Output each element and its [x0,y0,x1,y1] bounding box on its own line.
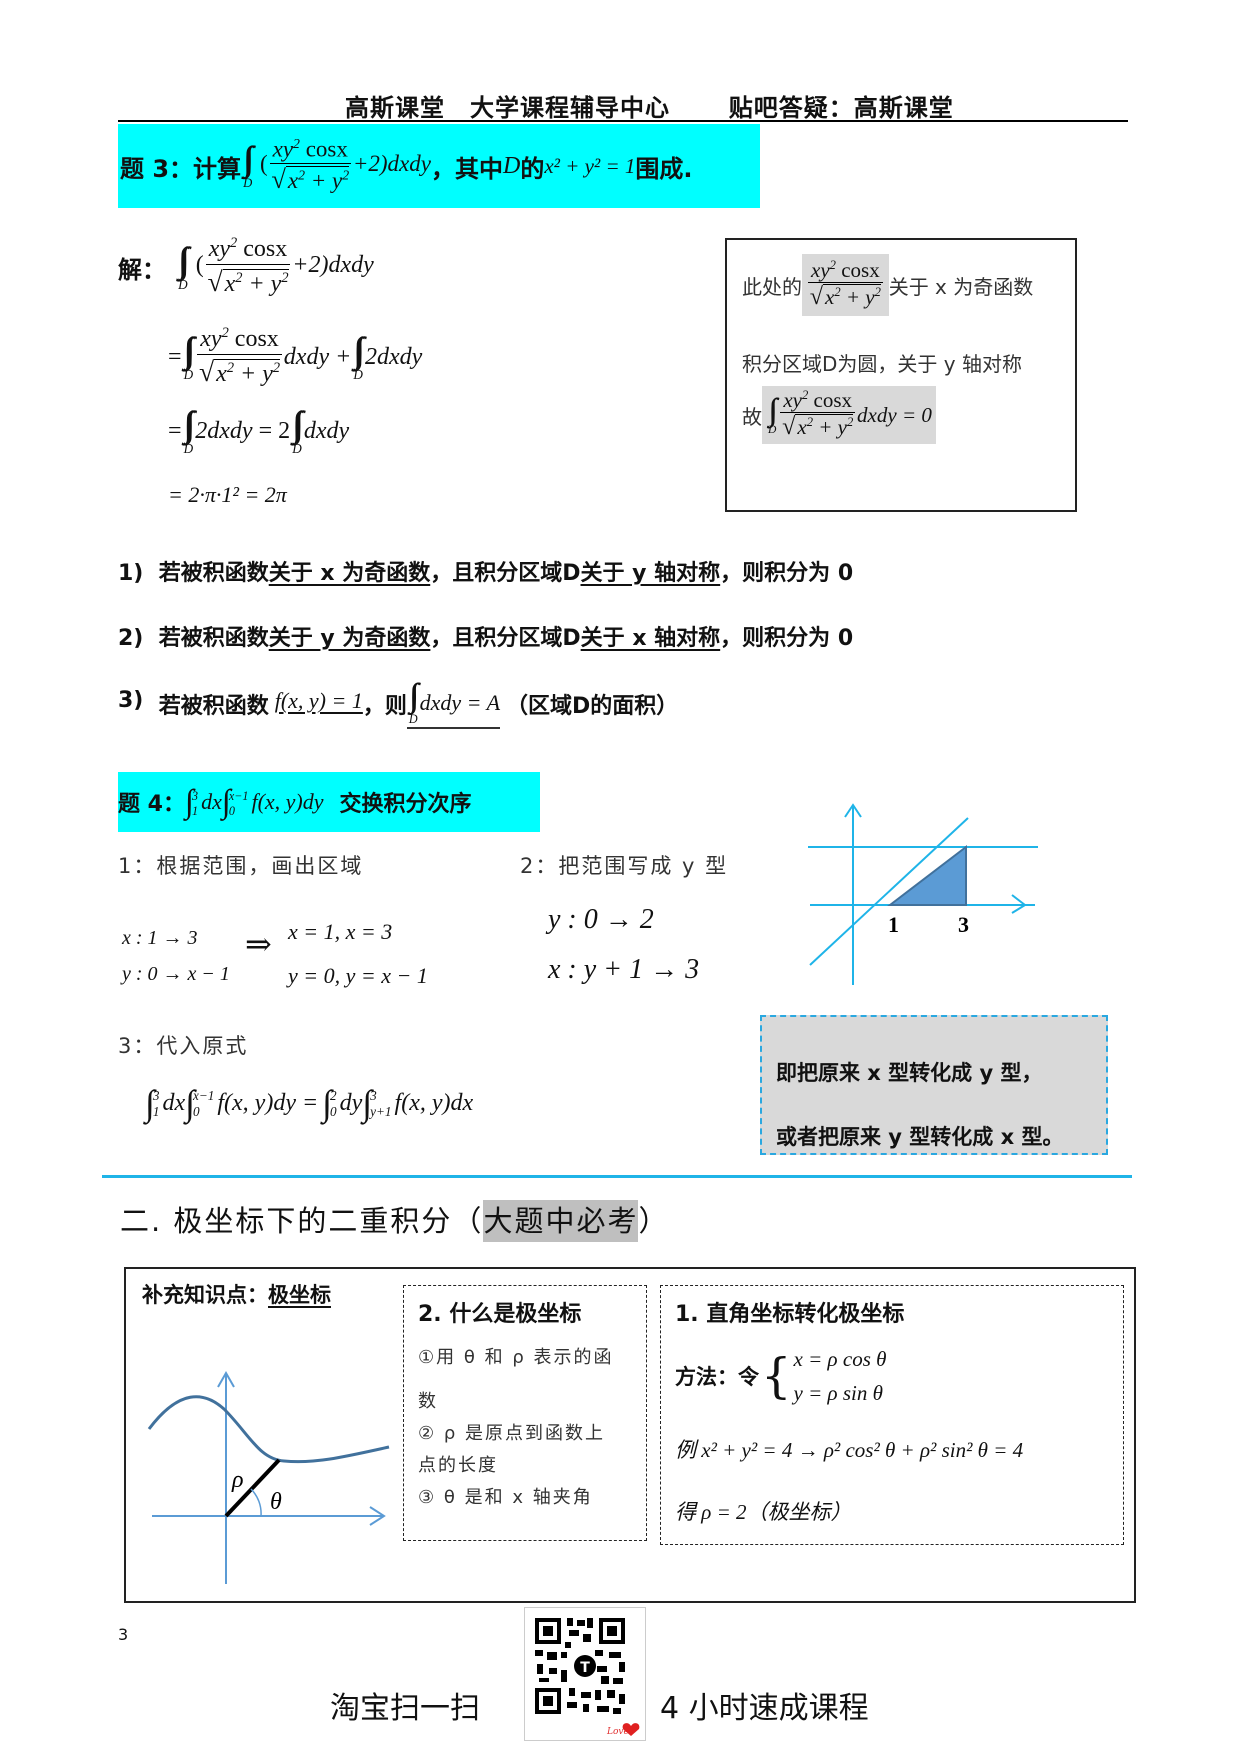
svg-text:Love: Love [606,1727,629,1737]
header-right: 贴吧答疑：高斯课堂 [728,94,954,122]
svg-text:3: 3 [958,912,969,937]
convert-title: 1. 直角坐标转化极坐标 [675,1302,905,1327]
svg-text:T: T [580,1660,590,1676]
polar-knowledge-box: 补充知识点：极坐标 ρ θ 2. 什么是极坐标 ①用 θ 和 ρ 表示的函 数 … [124,1267,1136,1603]
svg-text:θ: θ [270,1489,282,1515]
odd-function-note: 此处的 xy2 cosx√x2 + y2 关于 x 为奇函数 积分区域D为圆，关… [725,238,1077,512]
footer-right-text: 4 小时速成课程 [660,1691,869,1726]
step2-ranges: y : 0 → 2 x : y + 1 → 3 [548,904,700,985]
polar-diagram: ρ θ [147,1370,390,1584]
problem3-banner: 题 3：计算 ∫∫D (xy2 cosx√x2 + y2+2)dxdy ，其中 … [118,124,760,208]
rule-3: 3) 若被积函数 f(x, y) = 1 ，则 ∫∫D dxdy = A （区域… [118,680,678,730]
step2-title: 2：把范围写成 y 型 [520,854,729,878]
supplement-label: 补充知识点： [142,1283,268,1307]
supplement-topic: 极坐标 [268,1283,331,1307]
page-number: 3 [118,1625,129,1644]
step1-title: 1：根据范围，画出区域 [118,854,364,878]
step1-boundaries: x = 1, x = 3 y = 0, y = x − 1 [288,919,428,988]
step3-title: 3：代入原式 [118,1034,249,1058]
conversion-tip: 即把原来 x 型转化成 y 型， 或者把原来 y 型转化成 x 型。 [760,1015,1108,1155]
header-left: 高斯课堂 大学课程辅导中心 [345,94,670,122]
convert-box: 1. 直角坐标转化极坐标 方法：令 { x = ρ cos θ y = ρ si… [660,1285,1124,1545]
svg-text:1: 1 [888,912,899,937]
rule-1: 1) 若被积函数关于 x 为奇函数，且积分区域D关于 y 轴对称，则积分为 0 [118,561,854,586]
problem3-condition: x² + y² = 1 [544,153,636,178]
polar-example: 例 x² + y² = 4 → ρ² cos² θ + ρ² sin² θ = … [675,1438,1024,1462]
header-rule [118,120,1128,122]
region-diagram: 1 3 [808,803,1038,985]
svg-text:ρ: ρ [231,1467,244,1493]
rule-2: 2) 若被积函数关于 y 为奇函数，且积分区域D关于 x 轴对称，则积分为 0 [118,626,854,651]
what-is-polar-box: 2. 什么是极坐标 ①用 θ 和 ρ 表示的函 数 ② ρ 是原点到函数上 点的… [403,1285,647,1541]
section2-title: 二. 极坐标下的二重积分（大题中必考） [120,1198,669,1242]
qr-code[interactable]: T Love [524,1607,646,1741]
problem3-label: 题 3：计算 [120,154,242,183]
step1-ranges: x : 1 → 3 y : 0 → x − 1 [122,927,230,985]
footer-left-text: 淘宝扫一扫 [330,1691,480,1726]
polar-result: 得 ρ = 2（极坐标） [675,1500,852,1524]
implies-arrow: ⇒ [245,925,272,963]
solution-label: 解： [118,255,166,284]
section-rule [102,1175,1132,1178]
solution-final: = 2·π·1² = 2π [168,482,287,507]
what-title: 2. 什么是极坐标 [418,1302,582,1327]
page-header: 高斯课堂 大学课程辅导中心 贴吧答疑：高斯课堂 [345,88,954,123]
solution-block: 解： ∫∫D (xy2 cosx√x2 + y2+2)dxdy = ∫∫D xy… [118,235,423,507]
